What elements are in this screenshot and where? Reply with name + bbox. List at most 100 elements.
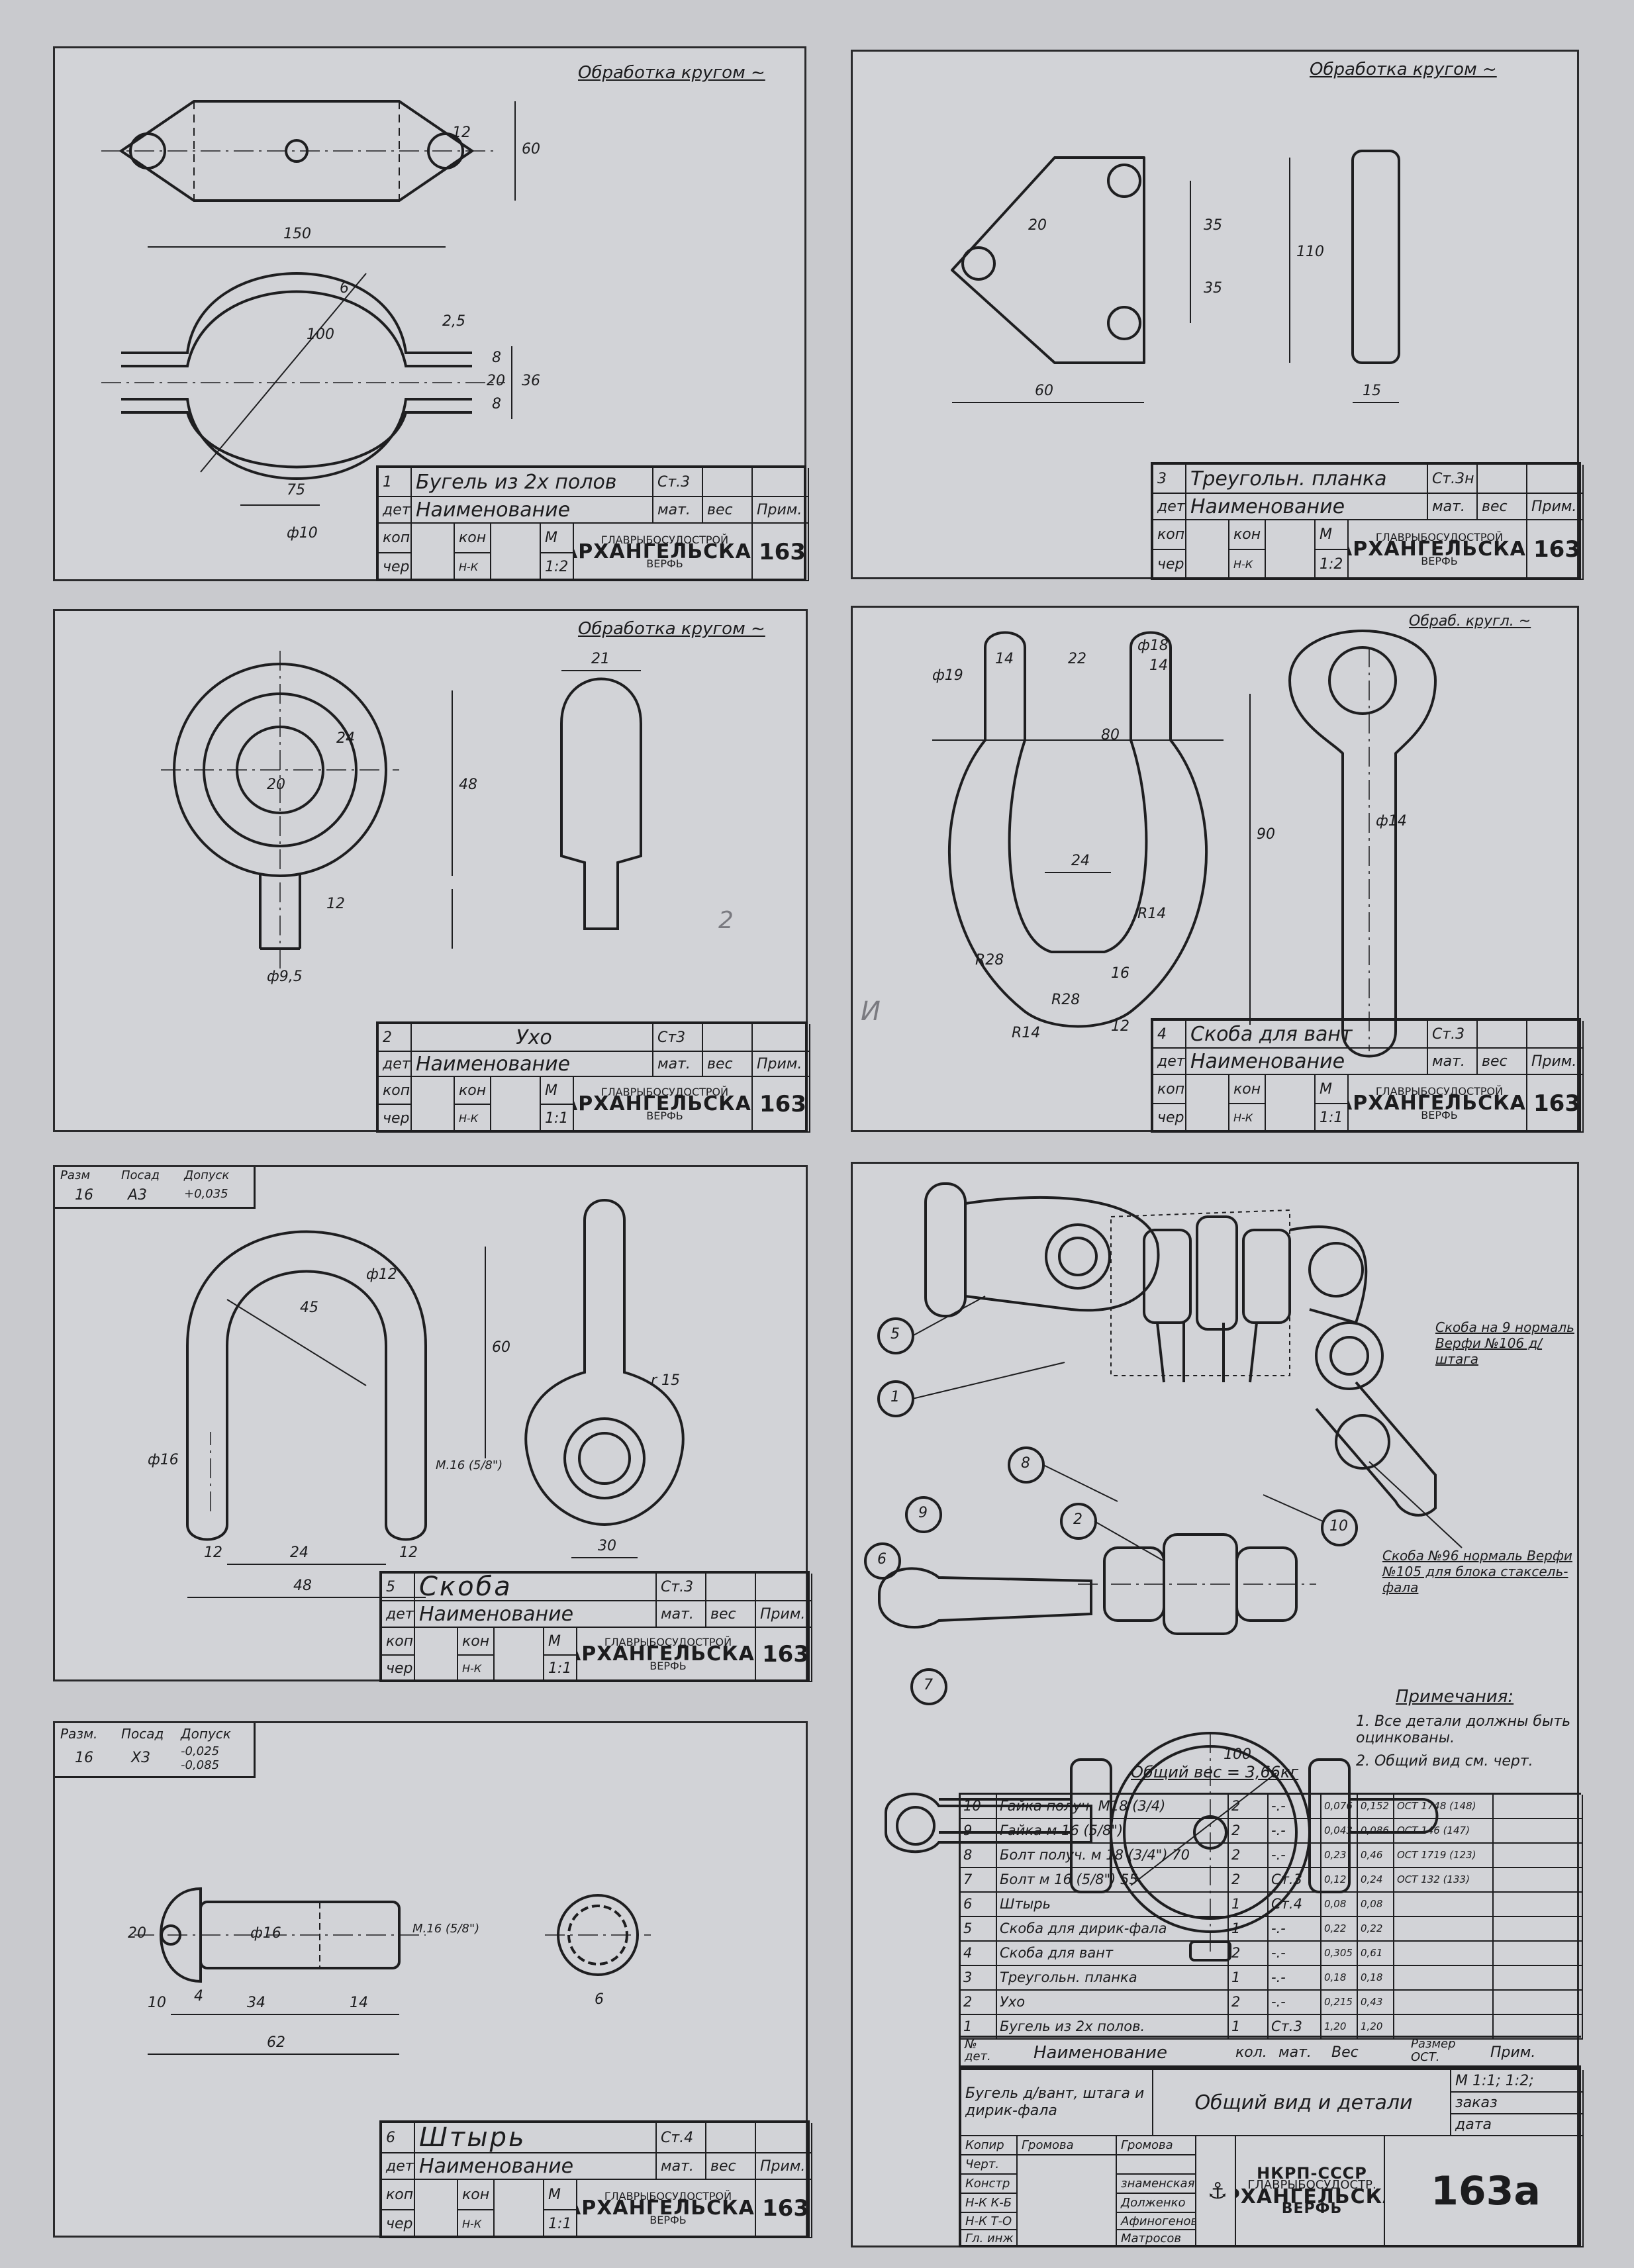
bom-cell-w2: 0,086 bbox=[1358, 1819, 1394, 1842]
title-block-3: 2 Ухо Ст3 дет. Наименование мат. вес При… bbox=[376, 1021, 810, 1133]
dim-90: 90 bbox=[1257, 826, 1275, 843]
bom-cell-w2: 0,18 bbox=[1358, 1966, 1394, 1989]
tb-naim: Наименование bbox=[415, 2153, 657, 2180]
callout-shackle-96: Скоба №96 нормаль Верфи №105 для блока с… bbox=[1382, 1548, 1572, 1595]
bom-cell-qty: 2 bbox=[1229, 1991, 1269, 2014]
dim-45: 45 bbox=[300, 1299, 318, 1316]
tb-kon: кон bbox=[458, 1628, 495, 1656]
sig-kop: Копир bbox=[961, 2136, 1018, 2155]
dim-12c: 12 bbox=[399, 1544, 418, 1561]
tb-cher: чер bbox=[382, 1656, 415, 1682]
dim-20: 20 bbox=[128, 1925, 146, 1942]
tb-prim: Прим. bbox=[756, 1601, 812, 1628]
dim-9-5: ф9,5 bbox=[267, 969, 303, 985]
drawing-sheet-7: 5 1 8 2 10 9 6 7 Скоба на 9 нормаль Верф… bbox=[851, 1162, 1584, 2247]
fit-h2: Посад bbox=[121, 1168, 160, 1182]
surface-note: Обработка кругом ~ bbox=[578, 63, 765, 83]
bom-header: № дет. Наименование кол. мат. Вес Размер… bbox=[959, 2038, 1581, 2067]
bom-cell-name: Болт м 16 (5/8") 55 bbox=[997, 1868, 1229, 1891]
tb-m: М bbox=[541, 1077, 574, 1105]
tb-sig bbox=[415, 1628, 458, 1682]
fit-table: Разм. Посад Допуск 16 Х3 -0,025 -0,085 bbox=[55, 1723, 256, 1778]
bom-cell-n: 7 bbox=[961, 1868, 997, 1891]
bom-h-ves: Вес bbox=[1331, 2044, 1359, 2061]
fit-table: Разм Посад Допуск 16 А3 +0,035 bbox=[55, 1167, 256, 1209]
bom-cell-size: ОСТ 1719 (123) bbox=[1394, 1844, 1494, 1867]
callout-shackle-9: Скоба на 9 нормаль Верфи №106 д/штага bbox=[1435, 1319, 1574, 1367]
tb-pos: 5 bbox=[382, 1574, 415, 1601]
tb-nk: Н-К bbox=[455, 1105, 491, 1133]
bom-h-prim: Прим. bbox=[1490, 2044, 1536, 2061]
tb-sig bbox=[1186, 520, 1229, 580]
tb-sig bbox=[415, 2180, 458, 2238]
tb-kop: коп bbox=[382, 1628, 415, 1656]
tb-m: М bbox=[1316, 1075, 1349, 1104]
title-block-5: 5 Скоба Ст.3 дет. Наименование мат. вес … bbox=[379, 1571, 812, 1682]
bom-h-mat: мат. bbox=[1278, 2044, 1312, 2061]
bom-cell-prim bbox=[1494, 1795, 1583, 1818]
tb-ves: вес bbox=[1478, 494, 1527, 520]
bom-cell-n: 8 bbox=[961, 1844, 997, 1867]
bom-cell-prim bbox=[1494, 1991, 1583, 2014]
tb-kop: коп bbox=[379, 524, 412, 553]
tb-scale: 1:1 bbox=[544, 2210, 577, 2238]
bom-h-n: № дет. bbox=[965, 2038, 991, 2063]
balloon-9: 9 bbox=[918, 1505, 928, 1521]
tb-sig2 bbox=[491, 1077, 541, 1133]
bom-cell-w2: 0,22 bbox=[1358, 1917, 1394, 1940]
tb-ves: вес bbox=[1478, 1049, 1527, 1075]
tb-org: ГЛАВРЫБОСУДОСТРОЙАРХАНГЕЛЬСКАЯВЕРФЬ bbox=[577, 2180, 756, 2238]
bom-cell-w1: 0,08 bbox=[1322, 1893, 1358, 1916]
bom-cell-qty: 1 bbox=[1229, 1966, 1269, 1989]
sig-name-5: Афиногенов bbox=[1117, 2213, 1196, 2230]
tb-cher: чер bbox=[1153, 1104, 1186, 1133]
tb-nk: Н-К bbox=[1229, 550, 1266, 580]
tb-det: дет. bbox=[382, 2153, 415, 2180]
tb-sig bbox=[412, 524, 455, 581]
dim-24: 24 bbox=[290, 1544, 309, 1561]
tb-mat: Ст.4 bbox=[657, 2123, 706, 2153]
tb-name: Скоба для вант bbox=[1186, 1021, 1428, 1049]
title-block-6: 6 Штырь Ст.4 дет. Наименование мат. вес … bbox=[379, 2120, 812, 2238]
tb-sheet-number: 163 bbox=[756, 1628, 812, 1682]
dim-150: 150 bbox=[283, 226, 311, 242]
tb-pos: 6 bbox=[382, 2123, 415, 2153]
bom-cell-n: 2 bbox=[961, 1991, 997, 2014]
tb-ves-val bbox=[703, 468, 753, 497]
tb-name: Штырь bbox=[415, 2123, 657, 2153]
tb-m: М bbox=[541, 524, 574, 553]
anchor-logo-icon: ⚓ bbox=[1196, 2136, 1236, 2247]
dim-75: 75 bbox=[287, 482, 305, 498]
dim-r28b: R28 bbox=[1051, 992, 1081, 1008]
bom-h-qty: кол. bbox=[1235, 2044, 1267, 2061]
tb-scale: 1:1 bbox=[544, 1656, 577, 1682]
dim-100: 100 bbox=[1224, 1746, 1251, 1763]
tb-kon: кон bbox=[1229, 520, 1266, 550]
drawing-sheet-5: Разм Посад Допуск 16 А3 +0,035 45 ф12 60… bbox=[53, 1165, 812, 1682]
tb-org: НКРП-СССР ГЛАВРЫБОСУДОСТР. АРХАНГЕЛЬСКАЯ… bbox=[1236, 2136, 1385, 2247]
tb-det: дет. bbox=[382, 1601, 415, 1628]
dim-16: ф16 bbox=[148, 1452, 179, 1468]
tb-name: Скоба bbox=[415, 1574, 657, 1601]
dim-12b: 12 bbox=[204, 1544, 222, 1561]
dim-22: 22 bbox=[1068, 651, 1086, 667]
tb-kop: коп bbox=[1153, 520, 1186, 550]
dim-19: ф19 bbox=[932, 667, 963, 684]
fit-v1: 16 bbox=[75, 1187, 93, 1204]
tb-prim: Прим. bbox=[756, 2153, 812, 2180]
tb-mat: Ст.3н bbox=[1428, 465, 1478, 494]
note-1: 1. Все детали должны быть оцинкованы. bbox=[1356, 1713, 1571, 1746]
bom-cell-size bbox=[1394, 1893, 1494, 1916]
tb-nk: Н-К bbox=[1229, 1104, 1266, 1133]
sig-gi: Гл. инж bbox=[961, 2230, 1018, 2247]
title-order: заказ bbox=[1451, 2093, 1584, 2114]
dim-35a: 35 bbox=[1204, 217, 1222, 234]
tb-mat-h: мат. bbox=[653, 497, 703, 524]
shackle-drawing bbox=[186, 1199, 685, 1598]
drawing-sheet-3: Обработка кругом ~ 21 48 24 20 12 ф9,5 2… bbox=[53, 609, 810, 1133]
